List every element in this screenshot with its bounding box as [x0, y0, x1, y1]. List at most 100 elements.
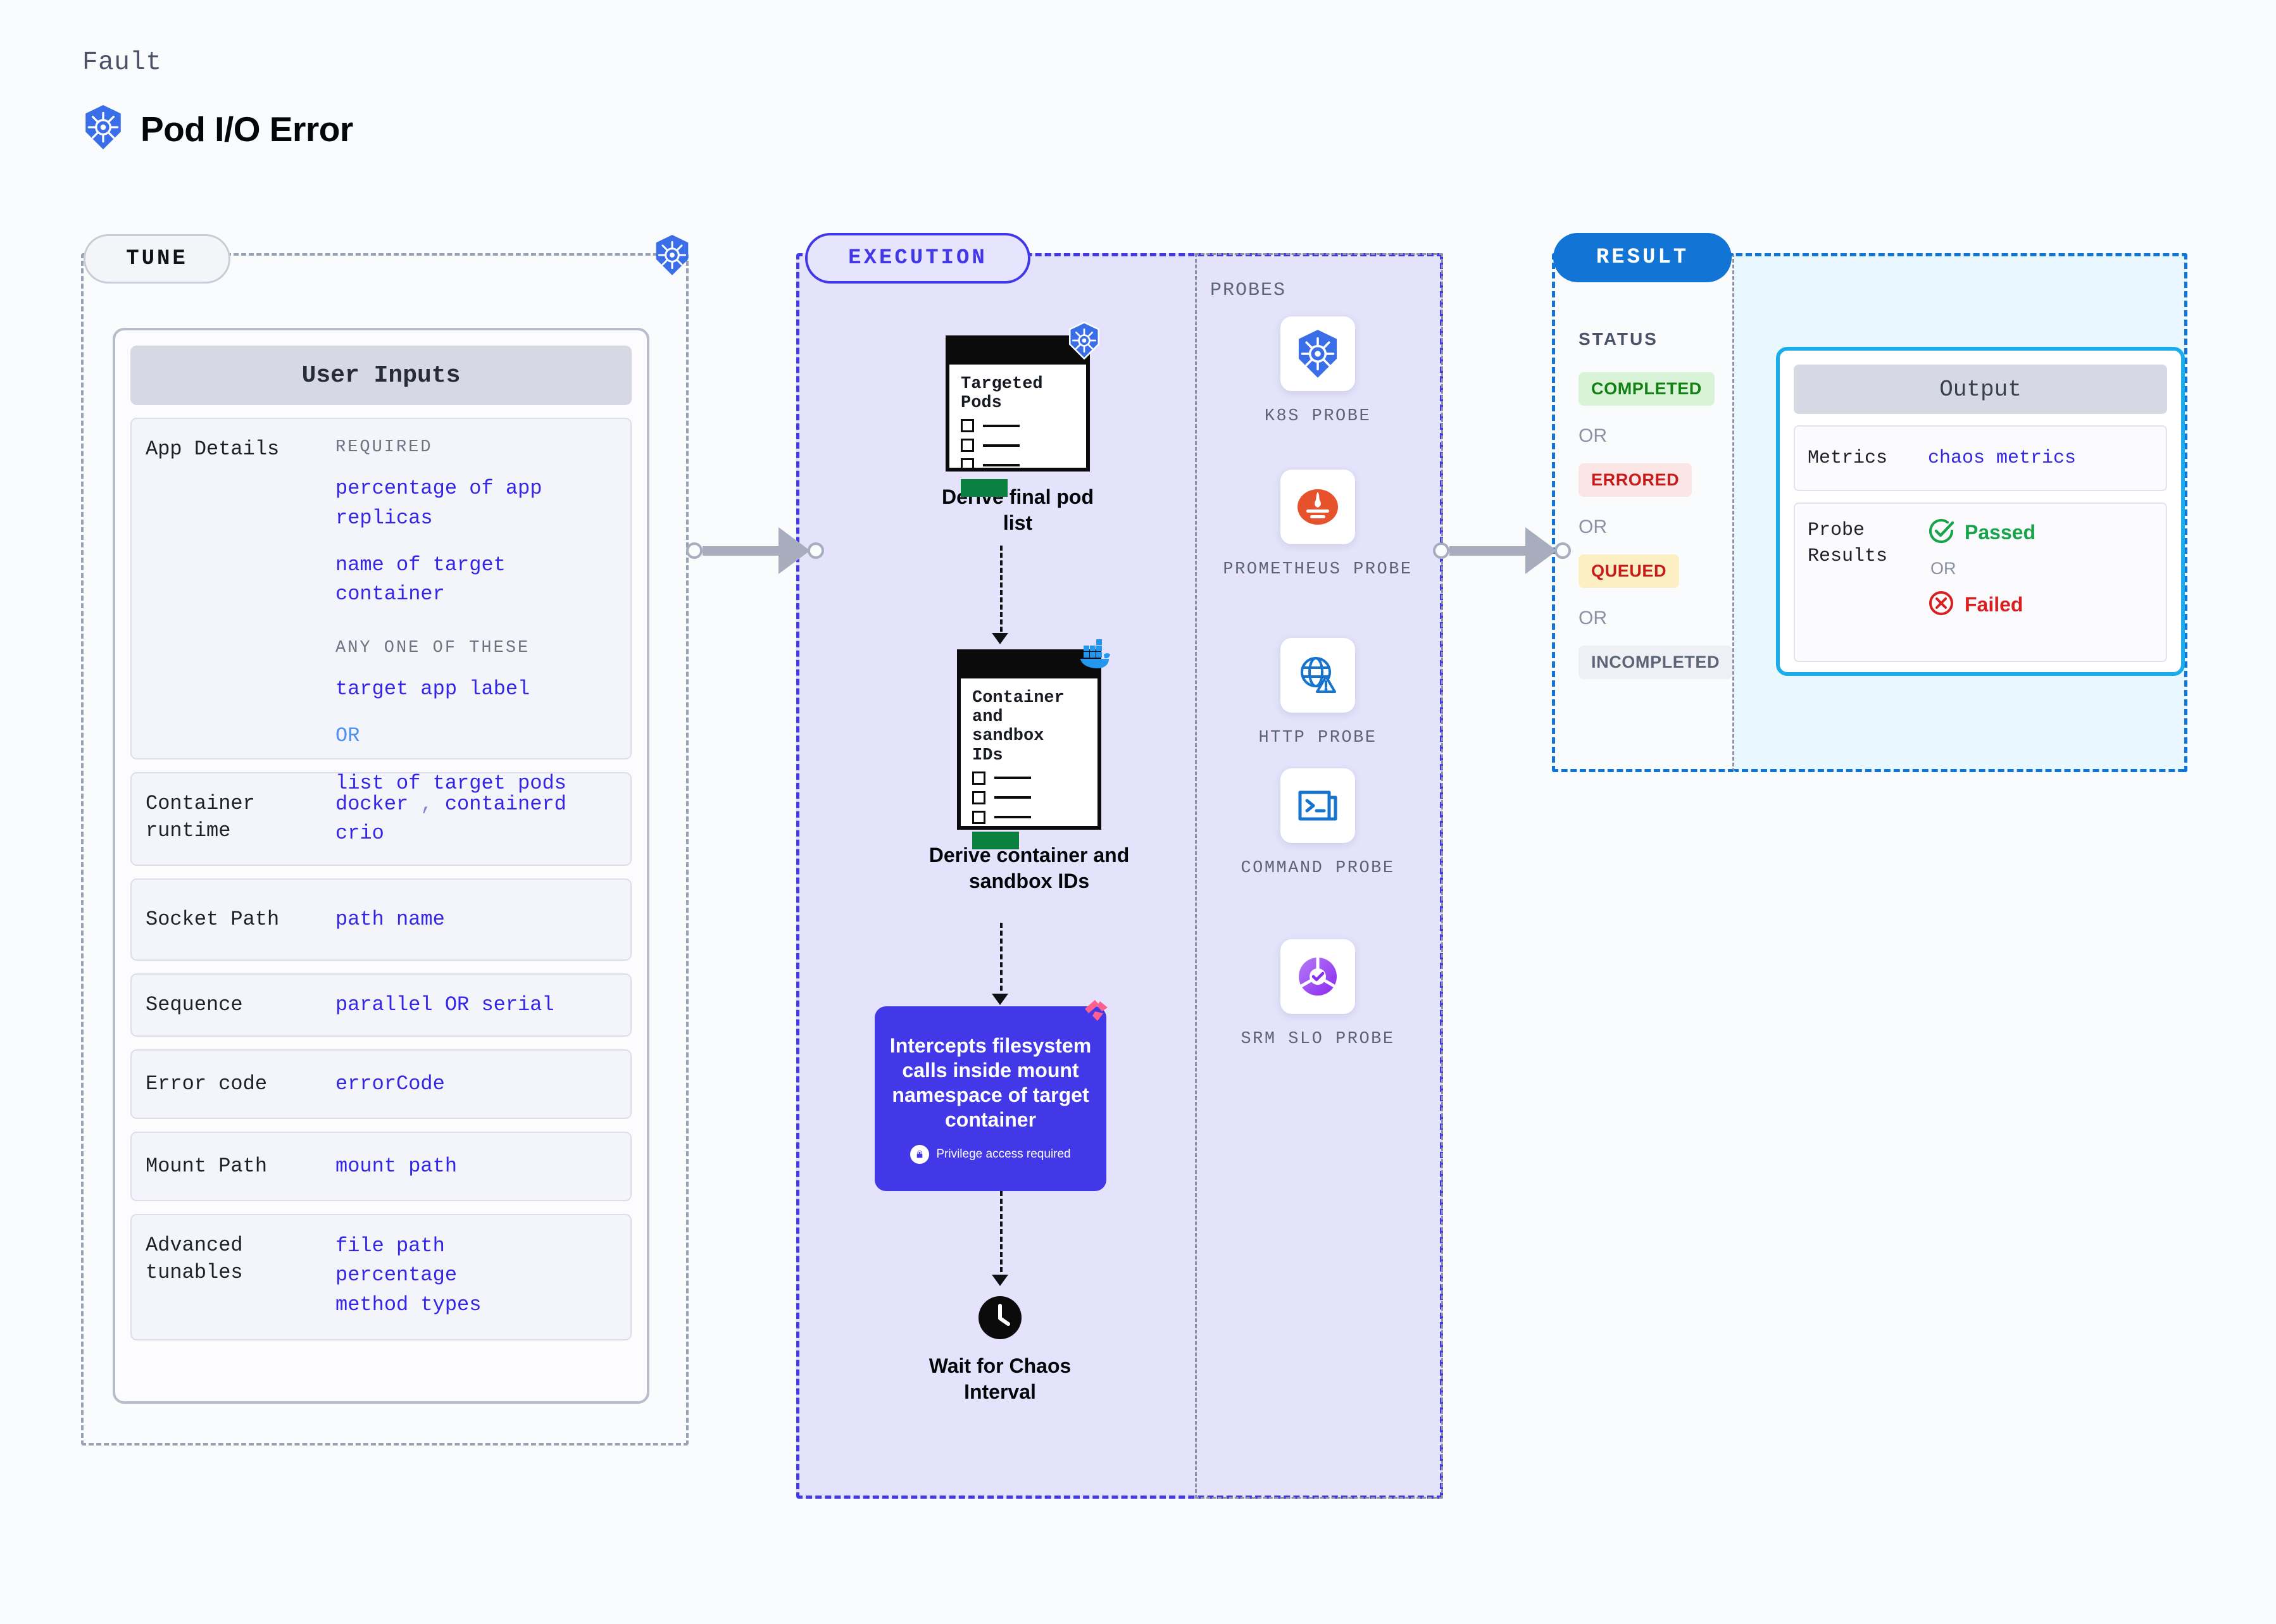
output-card: Output Metrics chaos metrics Probe Resul…: [1776, 347, 2185, 676]
tune-value: name of target container: [335, 553, 506, 606]
flow-node-targeted-pods: Targeted Pods Derive final pod list: [942, 321, 1110, 536]
connector-dot: [1433, 542, 1449, 559]
kubernetes-icon: [1280, 316, 1355, 391]
doc-checkline: [961, 419, 1086, 433]
status-badge-errored: ERRORED: [1579, 463, 1692, 497]
probes-panel: [1195, 253, 1443, 1499]
or-separator: OR: [335, 724, 360, 748]
status-badge-completed: COMPLETED: [1579, 372, 1715, 406]
probe-failed-label: Failed: [1965, 593, 2023, 616]
result-status-panel: [1552, 253, 1734, 772]
status-label: STATUS: [1579, 329, 1658, 349]
targeted-pods-doc: Targeted Pods: [946, 335, 1090, 497]
chaos-action-text: Intercepts filesystem calls inside mount…: [889, 1034, 1092, 1132]
flow-node-caption: Derive container and sandbox IDs: [929, 844, 1130, 892]
lock-icon: [910, 1145, 930, 1165]
doc-progress-bar: [972, 831, 1019, 849]
connector-tune-to-execution: [686, 527, 824, 574]
execution-panel: [796, 253, 1443, 1499]
tune-value: parallel OR serial: [335, 992, 554, 1016]
check-circle-icon: [1928, 518, 1954, 547]
tune-value: percentage: [335, 1263, 458, 1287]
output-metrics-value: chaos metrics: [1928, 447, 2077, 469]
user-inputs-title: User Inputs: [130, 346, 632, 405]
tune-row-mount-path[interactable]: Mount Path mount path: [130, 1132, 632, 1201]
probe-passed-label: Passed: [1965, 521, 2036, 544]
anyone-subhead: ANY ONE OF THESE: [335, 638, 530, 658]
tune-value: file path: [335, 1234, 445, 1258]
output-title: Output: [1794, 365, 2167, 414]
tune-row-container-runtime[interactable]: Container runtime docker , containerd cr…: [130, 772, 632, 866]
output-row-probe-results[interactable]: Probe Results Passed OR Failed: [1794, 503, 2167, 662]
connector-dot: [686, 542, 703, 559]
prometheus-icon: [1280, 470, 1355, 544]
litmus-icon: [1081, 999, 1110, 1030]
doc-title: Container and sandbox IDs: [972, 689, 1065, 765]
tune-row-label: Advanced tunables: [146, 1234, 243, 1285]
docker-icon: [1072, 639, 1114, 673]
tune-row-label: App Details: [146, 437, 280, 461]
probe-result-failed: Failed: [1928, 590, 2035, 620]
status-or-2: OR: [1579, 516, 1607, 537]
tune-row-label: Sequence: [146, 993, 243, 1017]
kubernetes-icon: [1067, 321, 1101, 363]
tune-row-sequence[interactable]: Sequence parallel OR serial: [130, 973, 632, 1037]
output-row-metrics[interactable]: Metrics chaos metrics: [1794, 425, 2167, 491]
tune-row-advanced-tunables[interactable]: Advanced tunables file path percentage m…: [130, 1214, 632, 1340]
flow-connector-line: [1000, 923, 1003, 999]
x-circle-icon: [1928, 590, 1954, 620]
probe-item-prometheus[interactable]: PROMETHEUS PROBE: [1223, 470, 1413, 581]
tune-value: target app label: [335, 677, 530, 701]
connector-dot: [808, 542, 824, 559]
probe-item-srm-slo[interactable]: SRM SLO PROBE: [1223, 939, 1413, 1051]
arrow-head-icon: [1525, 527, 1557, 574]
tune-row-app-details[interactable]: App Details REQUIRED percentage of app r…: [130, 418, 632, 795]
container-ids-doc: Container and sandbox IDs: [957, 649, 1101, 849]
tune-value: errorCode: [335, 1071, 445, 1096]
flow-node-wait-interval: Wait for Chaos Interval: [911, 1295, 1089, 1405]
probe-result-or: OR: [1930, 559, 1956, 578]
status-badge-queued: QUEUED: [1579, 554, 1680, 588]
tune-row-label: Container runtime: [146, 792, 255, 843]
status-or-1: OR: [1579, 425, 1607, 446]
kubernetes-icon: [82, 104, 124, 153]
tune-value: crio: [335, 821, 384, 846]
flow-arrow-icon: [992, 994, 1008, 1005]
tune-value: path name: [335, 907, 445, 931]
user-inputs-card: User Inputs App Details REQUIRED percent…: [113, 328, 649, 1404]
srm-slo-icon: [1280, 939, 1355, 1014]
kubernetes-icon: [653, 234, 691, 279]
required-subhead: REQUIRED: [335, 438, 433, 457]
probe-item-command[interactable]: COMMAND PROBE: [1223, 768, 1413, 880]
doc-checkline: [961, 458, 1086, 472]
probe-item-http[interactable]: HTTP PROBE: [1223, 638, 1413, 749]
tune-value: method types: [335, 1292, 482, 1316]
doc-titlebar: [961, 653, 1097, 678]
tune-value: list of target pods: [335, 771, 566, 795]
tune-value: percentage of app replicas: [335, 477, 542, 530]
execution-pill: EXECUTION: [805, 233, 1030, 284]
probe-label: K8S PROBE: [1264, 407, 1372, 426]
flow-arrow-icon: [992, 633, 1008, 644]
doc-checkline: [961, 439, 1086, 453]
output-row-label: Metrics: [1808, 447, 1888, 469]
arrow-head-icon: [778, 527, 810, 574]
flow-connector-line: [1000, 546, 1003, 639]
tune-row-socket-path[interactable]: Socket Path path name: [130, 878, 632, 961]
tune-row-error-code[interactable]: Error code errorCode: [130, 1049, 632, 1119]
tune-row-label: Mount Path: [146, 1154, 268, 1178]
probe-label: HTTP PROBE: [1258, 728, 1377, 747]
doc-checkline: [972, 771, 1097, 785]
doc-checkline: [972, 810, 1097, 824]
status-or-3: OR: [1579, 608, 1607, 628]
probe-result-passed: Passed: [1928, 518, 2035, 547]
tune-value: docker , containerd: [335, 792, 566, 816]
page-title-text: Pod I/O Error: [141, 109, 353, 149]
status-badge-incompleted: INCOMPLETED: [1579, 646, 1733, 679]
flow-arrow-icon: [992, 1275, 1008, 1286]
fault-kicker: Fault: [82, 48, 162, 77]
connector-dot: [1554, 542, 1571, 559]
privilege-note: Privilege access required: [910, 1145, 1071, 1165]
probe-item-k8s[interactable]: K8S PROBE: [1223, 316, 1413, 428]
flow-connector-line: [1000, 1191, 1003, 1280]
